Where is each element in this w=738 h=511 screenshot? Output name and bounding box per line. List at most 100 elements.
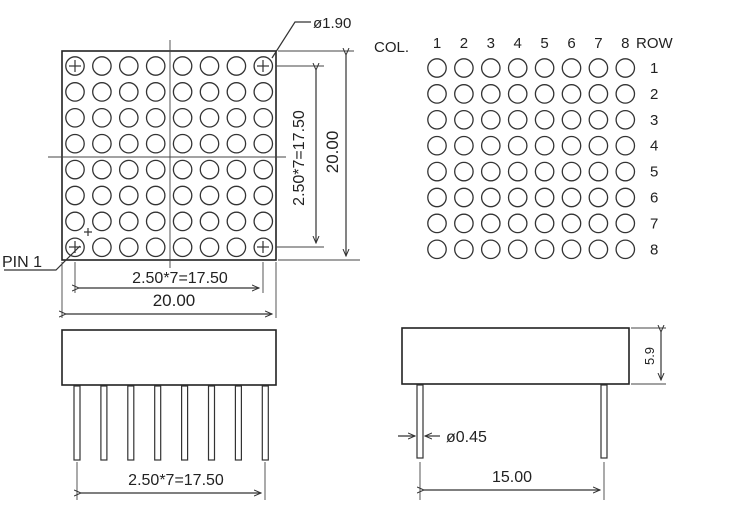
front-pin bbox=[100, 385, 108, 461]
schematic-led bbox=[507, 239, 528, 260]
column-number: 7 bbox=[594, 35, 602, 52]
top-led bbox=[253, 133, 274, 154]
top-led bbox=[118, 107, 139, 128]
side-pins bbox=[416, 384, 608, 459]
schematic-led bbox=[588, 239, 609, 260]
schematic-led bbox=[480, 135, 501, 156]
pin-pitch-bottom-label: 2.50*7=17.50 bbox=[128, 472, 224, 489]
schematic-led bbox=[561, 58, 582, 78]
schematic-led bbox=[427, 187, 447, 208]
top-led bbox=[92, 185, 112, 206]
vertical-pitch-label: 2.50*7=17.50 bbox=[291, 110, 308, 206]
schematic-led bbox=[454, 161, 474, 182]
front-pin bbox=[207, 385, 216, 461]
top-led-grid bbox=[65, 56, 274, 258]
top-led bbox=[172, 237, 193, 258]
top-led bbox=[172, 211, 193, 232]
schematic-led bbox=[534, 213, 555, 234]
schematic-led bbox=[507, 135, 528, 156]
schematic-led bbox=[534, 187, 555, 208]
top-led bbox=[172, 133, 193, 154]
row-number: 6 bbox=[650, 190, 658, 207]
front-view: 2.50*7=17.50 bbox=[61, 329, 277, 500]
top-led bbox=[172, 107, 193, 128]
schematic-led bbox=[427, 239, 447, 260]
schematic-led bbox=[454, 187, 474, 208]
schematic-led bbox=[480, 239, 501, 260]
top-led bbox=[199, 107, 220, 128]
top-led bbox=[172, 185, 193, 206]
top-led bbox=[172, 82, 193, 102]
side-body bbox=[401, 327, 630, 385]
column-number: 6 bbox=[567, 35, 575, 52]
schematic-led bbox=[588, 161, 609, 182]
schematic-led bbox=[480, 213, 501, 234]
horizontal-pitch-top-label: 2.50*7=17.50 bbox=[132, 270, 228, 287]
schematic-led bbox=[507, 213, 528, 234]
top-led bbox=[226, 185, 247, 206]
schematic-led bbox=[534, 239, 555, 260]
top-led bbox=[65, 82, 85, 102]
top-led bbox=[118, 211, 139, 232]
top-led bbox=[199, 159, 220, 180]
schematic-led bbox=[427, 213, 447, 234]
column-number: 5 bbox=[540, 35, 548, 52]
schematic-led bbox=[454, 213, 474, 234]
top-led bbox=[253, 107, 274, 128]
top-led bbox=[226, 133, 247, 154]
schematic-led bbox=[615, 213, 636, 234]
top-led bbox=[199, 82, 220, 102]
schematic-led bbox=[561, 135, 582, 156]
side-pin bbox=[600, 384, 608, 459]
schematic-led bbox=[615, 187, 636, 208]
schematic-led bbox=[454, 109, 474, 130]
row-number: 7 bbox=[650, 215, 658, 232]
schematic-led bbox=[454, 135, 474, 156]
top-led bbox=[65, 185, 85, 206]
row-suffix-label: ROW bbox=[636, 35, 674, 52]
height-side-label: 5.9 bbox=[642, 347, 657, 365]
schematic-led bbox=[480, 84, 501, 104]
schematic-led bbox=[561, 109, 582, 130]
top-view: ø1.90 2.50*7=17.50 20.00 PIN 1 2.50*7=17… bbox=[2, 15, 360, 318]
top-led bbox=[253, 82, 274, 102]
top-led bbox=[65, 159, 85, 180]
top-led bbox=[92, 107, 112, 128]
schematic-led bbox=[561, 161, 582, 182]
top-led bbox=[145, 107, 166, 128]
schematic-led bbox=[480, 58, 501, 78]
column-number: 3 bbox=[487, 35, 495, 52]
top-led bbox=[65, 211, 85, 232]
schematic-led bbox=[427, 58, 447, 78]
schematic-led bbox=[507, 109, 528, 130]
schematic-led bbox=[561, 84, 582, 104]
top-led bbox=[226, 82, 247, 102]
horizontal-size-top-label: 20.00 bbox=[153, 291, 196, 310]
top-led bbox=[172, 56, 193, 76]
pin1-leader bbox=[4, 245, 81, 271]
schematic-led bbox=[427, 109, 447, 130]
top-led bbox=[253, 185, 274, 206]
top-led bbox=[145, 185, 166, 206]
col-prefix-label: COL. bbox=[374, 39, 409, 56]
row-number: 1 bbox=[650, 60, 658, 77]
row-number: 5 bbox=[650, 164, 658, 181]
top-led bbox=[226, 211, 247, 232]
front-pin bbox=[127, 385, 135, 461]
schematic-led bbox=[588, 84, 609, 104]
schematic-led bbox=[507, 84, 528, 104]
top-led bbox=[199, 56, 220, 76]
side-view: 5.9 ø0.45 15.00 bbox=[398, 328, 666, 500]
schematic-led bbox=[615, 135, 636, 156]
column-number: 2 bbox=[460, 35, 468, 52]
top-led bbox=[118, 185, 139, 206]
column-number: 1 bbox=[433, 35, 441, 52]
matrix-outline bbox=[61, 50, 277, 261]
schematic-led bbox=[507, 161, 528, 182]
front-pin bbox=[73, 385, 81, 461]
schematic-led bbox=[534, 135, 555, 156]
top-led bbox=[118, 237, 139, 258]
front-pin bbox=[261, 385, 269, 461]
schematic-led bbox=[615, 109, 636, 130]
